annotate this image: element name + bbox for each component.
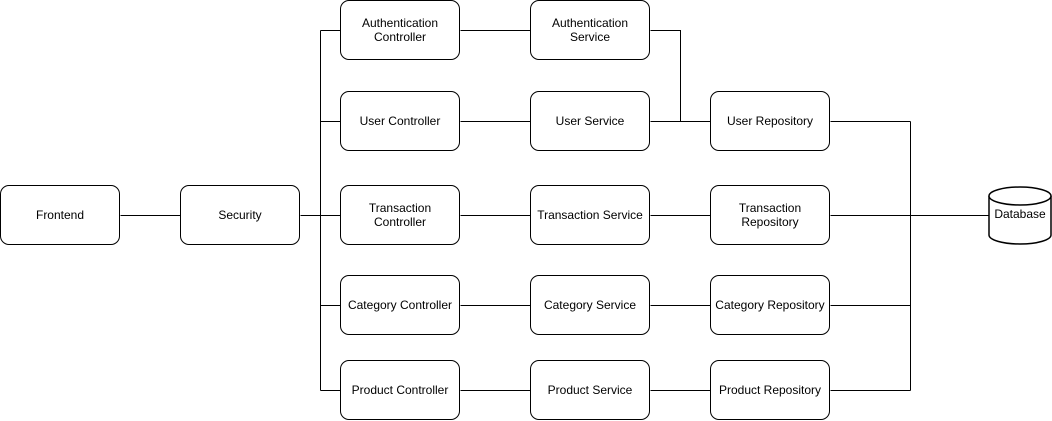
transaction-repository-node[interactable]: Transaction Repository: [710, 185, 830, 245]
security-node[interactable]: Security: [180, 185, 300, 245]
category-controller-node[interactable]: Category Controller: [340, 275, 460, 335]
transaction-service-label: Transaction Service: [537, 208, 643, 222]
transaction-repository-label-line2: Repository: [741, 215, 799, 229]
product-repository-node[interactable]: Product Repository: [710, 360, 830, 420]
user-service-label: User Service: [555, 114, 625, 128]
transaction-service-node[interactable]: Transaction Service: [530, 185, 650, 245]
edge-auth-service-user-repository: [650, 30, 681, 122]
database-cylinder-icon: [988, 186, 1052, 245]
frontend-label: Frontend: [35, 208, 85, 222]
category-service-label: Category Service: [543, 298, 637, 312]
user-controller-label: User Controller: [359, 114, 441, 128]
database-label: Database: [994, 207, 1046, 221]
security-label: Security: [218, 208, 262, 222]
product-service-node[interactable]: Product Service: [530, 360, 650, 420]
category-repository-node[interactable]: Category Repository: [710, 275, 830, 335]
category-controller-label: Category Controller: [347, 298, 453, 312]
product-controller-label: Product Controller: [351, 383, 449, 397]
transaction-controller-node[interactable]: Transaction Controller: [340, 185, 460, 245]
transaction-controller-label-line1: Transaction: [368, 201, 432, 215]
product-repository-label: Product Repository: [718, 383, 822, 397]
transaction-repository-label-line1: Transaction: [738, 201, 802, 215]
authentication-controller-label-line1: Authentication: [361, 16, 439, 30]
user-repository-label: User Repository: [726, 114, 814, 128]
frontend-node[interactable]: Frontend: [0, 185, 120, 245]
authentication-controller-node[interactable]: Authentication Controller: [340, 0, 460, 60]
user-controller-node[interactable]: User Controller: [340, 91, 460, 151]
product-service-label: Product Service: [547, 383, 633, 397]
category-repository-label: Category Repository: [715, 298, 825, 312]
authentication-service-node[interactable]: Authentication Service: [530, 0, 650, 60]
category-service-node[interactable]: Category Service: [530, 275, 650, 335]
user-repository-node[interactable]: User Repository: [710, 91, 830, 151]
transaction-controller-label-line2: Controller: [373, 215, 427, 229]
user-service-node[interactable]: User Service: [530, 91, 650, 151]
authentication-controller-label-line2: Controller: [373, 30, 427, 44]
product-controller-node[interactable]: Product Controller: [340, 360, 460, 420]
authentication-service-label-line2: Service: [569, 30, 610, 44]
authentication-service-label-line1: Authentication: [551, 16, 629, 30]
